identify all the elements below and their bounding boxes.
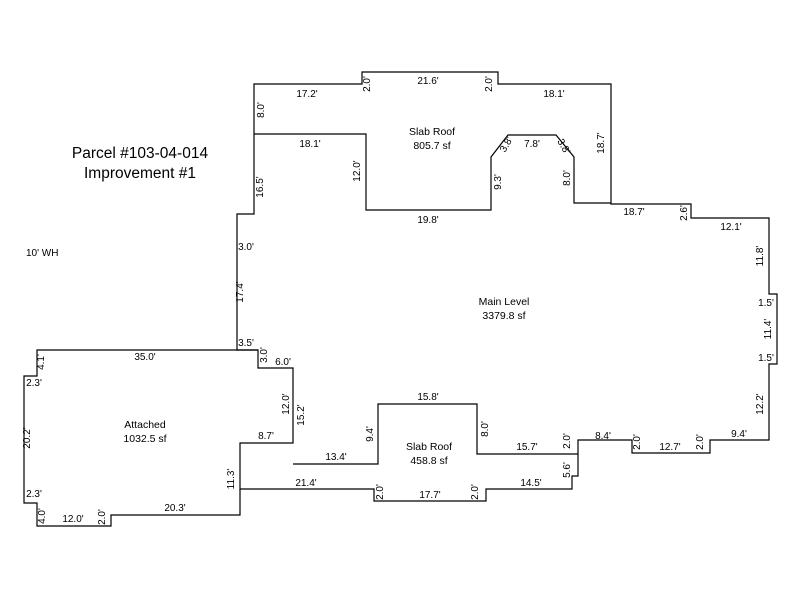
dim-label: 2.0'	[695, 434, 706, 450]
dim-label: 18.1'	[299, 139, 320, 150]
wall-height-note: 10' WH	[26, 248, 58, 259]
dim-label: 8.0'	[480, 421, 491, 437]
attached-name: Attached	[124, 419, 166, 431]
dim-label: 2.0'	[632, 434, 643, 450]
dim-label: 2.0'	[562, 433, 573, 449]
dim-label: 9.3'	[493, 174, 504, 190]
dim-label: 3.5'	[238, 338, 254, 349]
dim-label: 12.0'	[352, 160, 363, 181]
slab-roof-bottom-area: 458.8 sf	[410, 455, 447, 467]
dim-label: 18.1'	[543, 89, 564, 100]
dim-label: 20.3'	[164, 503, 185, 514]
dim-label: 12.1'	[720, 222, 741, 233]
dim-label: 1.5'	[758, 298, 774, 309]
dim-label: 35.0'	[134, 352, 155, 363]
slab-roof-top-outline	[254, 133, 611, 211]
slab-roof-top-area: 805.7 sf	[413, 140, 450, 152]
dim-label: 3.8'	[554, 137, 571, 156]
dim-label: 11.8'	[755, 246, 766, 267]
dim-label: 12.7'	[659, 442, 680, 453]
dim-label: 15.7'	[516, 442, 537, 453]
parcel-number: Parcel #103-04-014	[72, 145, 209, 162]
dim-label: 3.8'	[498, 135, 515, 154]
dim-label: 9.4'	[365, 426, 376, 442]
dim-label: 8.0'	[562, 170, 573, 186]
attached-area: 1032.5 sf	[123, 433, 166, 445]
dim-label: 2.0'	[484, 76, 495, 92]
dim-label: 21.4'	[295, 478, 316, 489]
dim-label: 19.8'	[417, 215, 438, 226]
slab-roof-bottom-name: Slab Roof	[406, 441, 452, 453]
dim-label: 12.2'	[755, 393, 766, 414]
dim-label: 16.5'	[255, 176, 266, 197]
slab-roof-bottom-outline	[293, 403, 578, 465]
attached-outline	[23, 349, 258, 527]
dim-label: 13.4'	[325, 452, 346, 463]
dim-label: 15.8'	[417, 392, 438, 403]
dim-label: 8.7'	[258, 431, 274, 442]
dim-label: 17.2'	[296, 89, 317, 100]
dim-label: 3.0'	[259, 347, 270, 363]
slab-roof-top-name: Slab Roof	[409, 126, 455, 138]
dim-label: 2.6'	[679, 205, 690, 221]
dim-label: 11.4'	[763, 319, 774, 340]
dim-label: 9.4'	[731, 429, 747, 440]
dim-label: 4.1'	[36, 354, 47, 370]
dim-label: 2.3'	[26, 378, 42, 389]
dim-label: 2.0'	[362, 76, 373, 92]
dim-label: 2.3'	[26, 489, 42, 500]
dim-label: 18.7'	[596, 132, 607, 153]
dim-label: 6.0'	[275, 357, 291, 368]
dim-label: 17.7'	[419, 490, 440, 501]
dim-label: 3.0'	[238, 242, 254, 253]
dim-label: 12.0'	[281, 393, 292, 414]
dim-label: 8.0'	[256, 102, 267, 118]
dim-label: 8.4'	[595, 431, 611, 442]
dim-label: 4.0'	[37, 508, 48, 524]
dim-label: 1.5'	[758, 353, 774, 364]
dim-label: 12.0'	[62, 514, 83, 525]
dim-label: 14.5'	[520, 478, 541, 489]
dim-label: 5.6'	[562, 462, 573, 478]
dim-label: 2.0'	[375, 484, 386, 500]
dim-label: 2.0'	[97, 509, 108, 525]
main-level-outline	[236, 71, 778, 502]
dim-label: 7.8'	[524, 139, 540, 150]
dim-label: 17.4'	[235, 281, 246, 302]
dim-label: 11.3'	[226, 469, 237, 490]
improvement-number: Improvement #1	[84, 165, 196, 182]
dim-label: 18.7'	[623, 207, 644, 218]
dim-label: 2.0'	[470, 484, 481, 500]
dim-label: 20.2'	[22, 427, 33, 448]
dim-label: 15.2'	[296, 404, 307, 425]
dim-label: 21.6'	[417, 76, 438, 87]
main-level-name: Main Level	[479, 296, 530, 308]
main-level-area: 3379.8 sf	[482, 310, 525, 322]
